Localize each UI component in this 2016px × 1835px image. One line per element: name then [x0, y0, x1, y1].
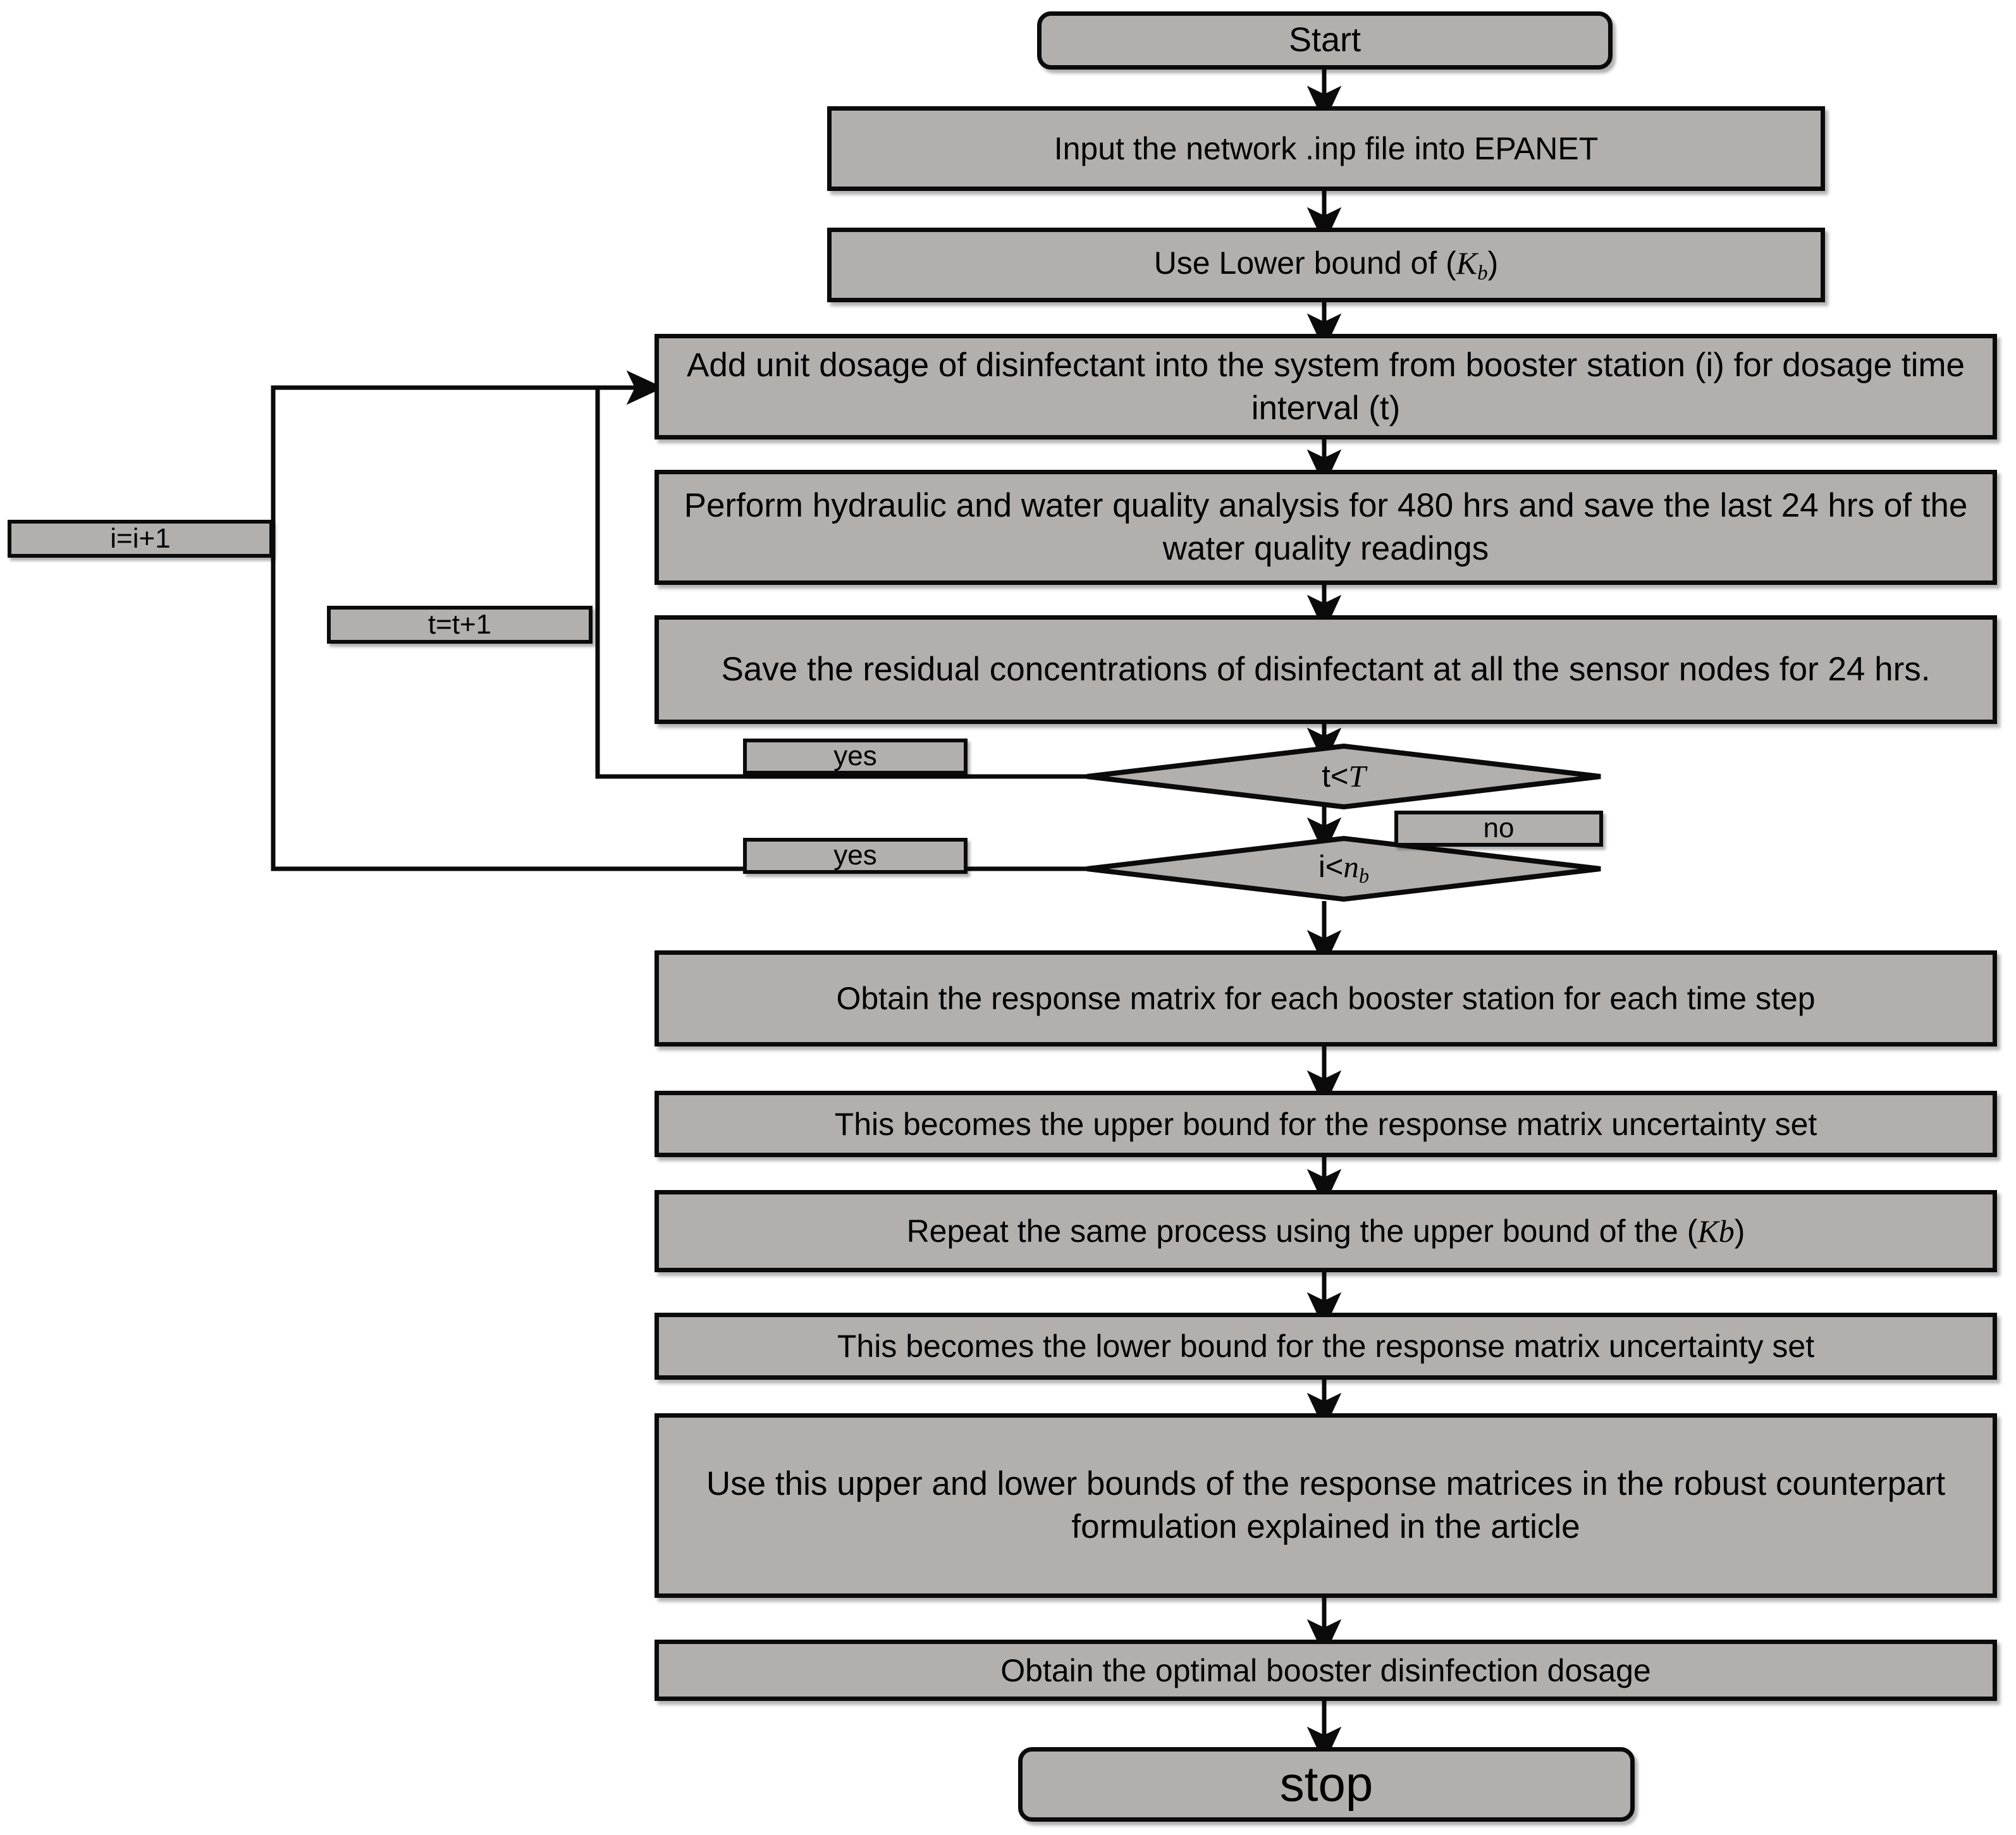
node-repeat-upper-label: Repeat the same process using the upper …	[906, 1213, 1745, 1249]
node-robust-counterpart[interactable]: Use this upper and lower bounds of the r…	[655, 1413, 1997, 1598]
node-obtain-matrix[interactable]: Obtain the response matrix for each boos…	[655, 950, 1997, 1046]
node-upper-bound-set-label: This becomes the upper bound for the res…	[834, 1106, 1817, 1142]
node-start[interactable]: Start	[1037, 11, 1613, 70]
node-save-residual-label: Save the residual concentrations of disi…	[721, 651, 1931, 689]
diamond-shape-t	[1086, 744, 1601, 809]
node-lower-bound-set[interactable]: This becomes the lower bound for the res…	[655, 1313, 1997, 1380]
node-save-residual[interactable]: Save the residual concentrations of disi…	[655, 615, 1997, 724]
node-perform-analysis[interactable]: Perform hydraulic and water quality anal…	[655, 470, 1997, 585]
node-decision-t[interactable]: t<T	[1085, 744, 1603, 809]
edge-label-no-t: no	[1394, 811, 1603, 847]
node-i-increment[interactable]: i=i+1	[8, 520, 273, 558]
node-optimal-dosage-label: Obtain the optimal booster disinfection …	[1000, 1652, 1651, 1688]
node-lower-bound[interactable]: Use Lower bound of (Kb)	[827, 228, 1825, 302]
node-optimal-dosage[interactable]: Obtain the optimal booster disinfection …	[655, 1640, 1997, 1701]
node-decision-i[interactable]: i<nb	[1085, 836, 1603, 902]
node-stop-label: stop	[1279, 1756, 1374, 1812]
node-perform-analysis-label: Perform hydraulic and water quality anal…	[684, 487, 1968, 567]
node-input-epanet[interactable]: Input the network .inp file into EPANET	[827, 106, 1825, 191]
node-i-increment-label: i=i+1	[110, 522, 171, 554]
node-decision-t-label: t<T	[1322, 759, 1366, 794]
diamond-shape-i	[1086, 836, 1601, 902]
node-stop[interactable]: stop	[1018, 1747, 1635, 1822]
node-repeat-upper[interactable]: Repeat the same process using the upper …	[655, 1190, 1997, 1272]
node-decision-i-label: i<nb	[1318, 849, 1370, 888]
node-t-increment[interactable]: t=t+1	[327, 606, 593, 644]
edge-label-yes-i-text: yes	[833, 840, 877, 871]
node-obtain-matrix-label: Obtain the response matrix for each boos…	[836, 981, 1816, 1016]
edge-label-no-t-text: no	[1483, 813, 1515, 844]
node-add-dosage-label: Add unit dosage of disinfectant into the…	[687, 346, 1965, 427]
edge-label-yes-t: yes	[743, 739, 968, 775]
node-t-increment-label: t=t+1	[427, 608, 492, 640]
node-upper-bound-set[interactable]: This becomes the upper bound for the res…	[655, 1091, 1997, 1157]
node-robust-counterpart-label: Use this upper and lower bounds of the r…	[706, 1465, 1946, 1545]
edge-label-yes-t-text: yes	[833, 740, 877, 772]
node-start-label: Start	[1288, 21, 1361, 59]
edge-label-yes-i: yes	[743, 838, 968, 874]
node-lower-bound-label: Use Lower bound of (Kb)	[1153, 245, 1499, 285]
node-lower-bound-set-label: This becomes the lower bound for the res…	[837, 1329, 1815, 1364]
node-input-epanet-label: Input the network .inp file into EPANET	[1054, 131, 1599, 166]
node-add-dosage[interactable]: Add unit dosage of disinfectant into the…	[655, 334, 1997, 439]
